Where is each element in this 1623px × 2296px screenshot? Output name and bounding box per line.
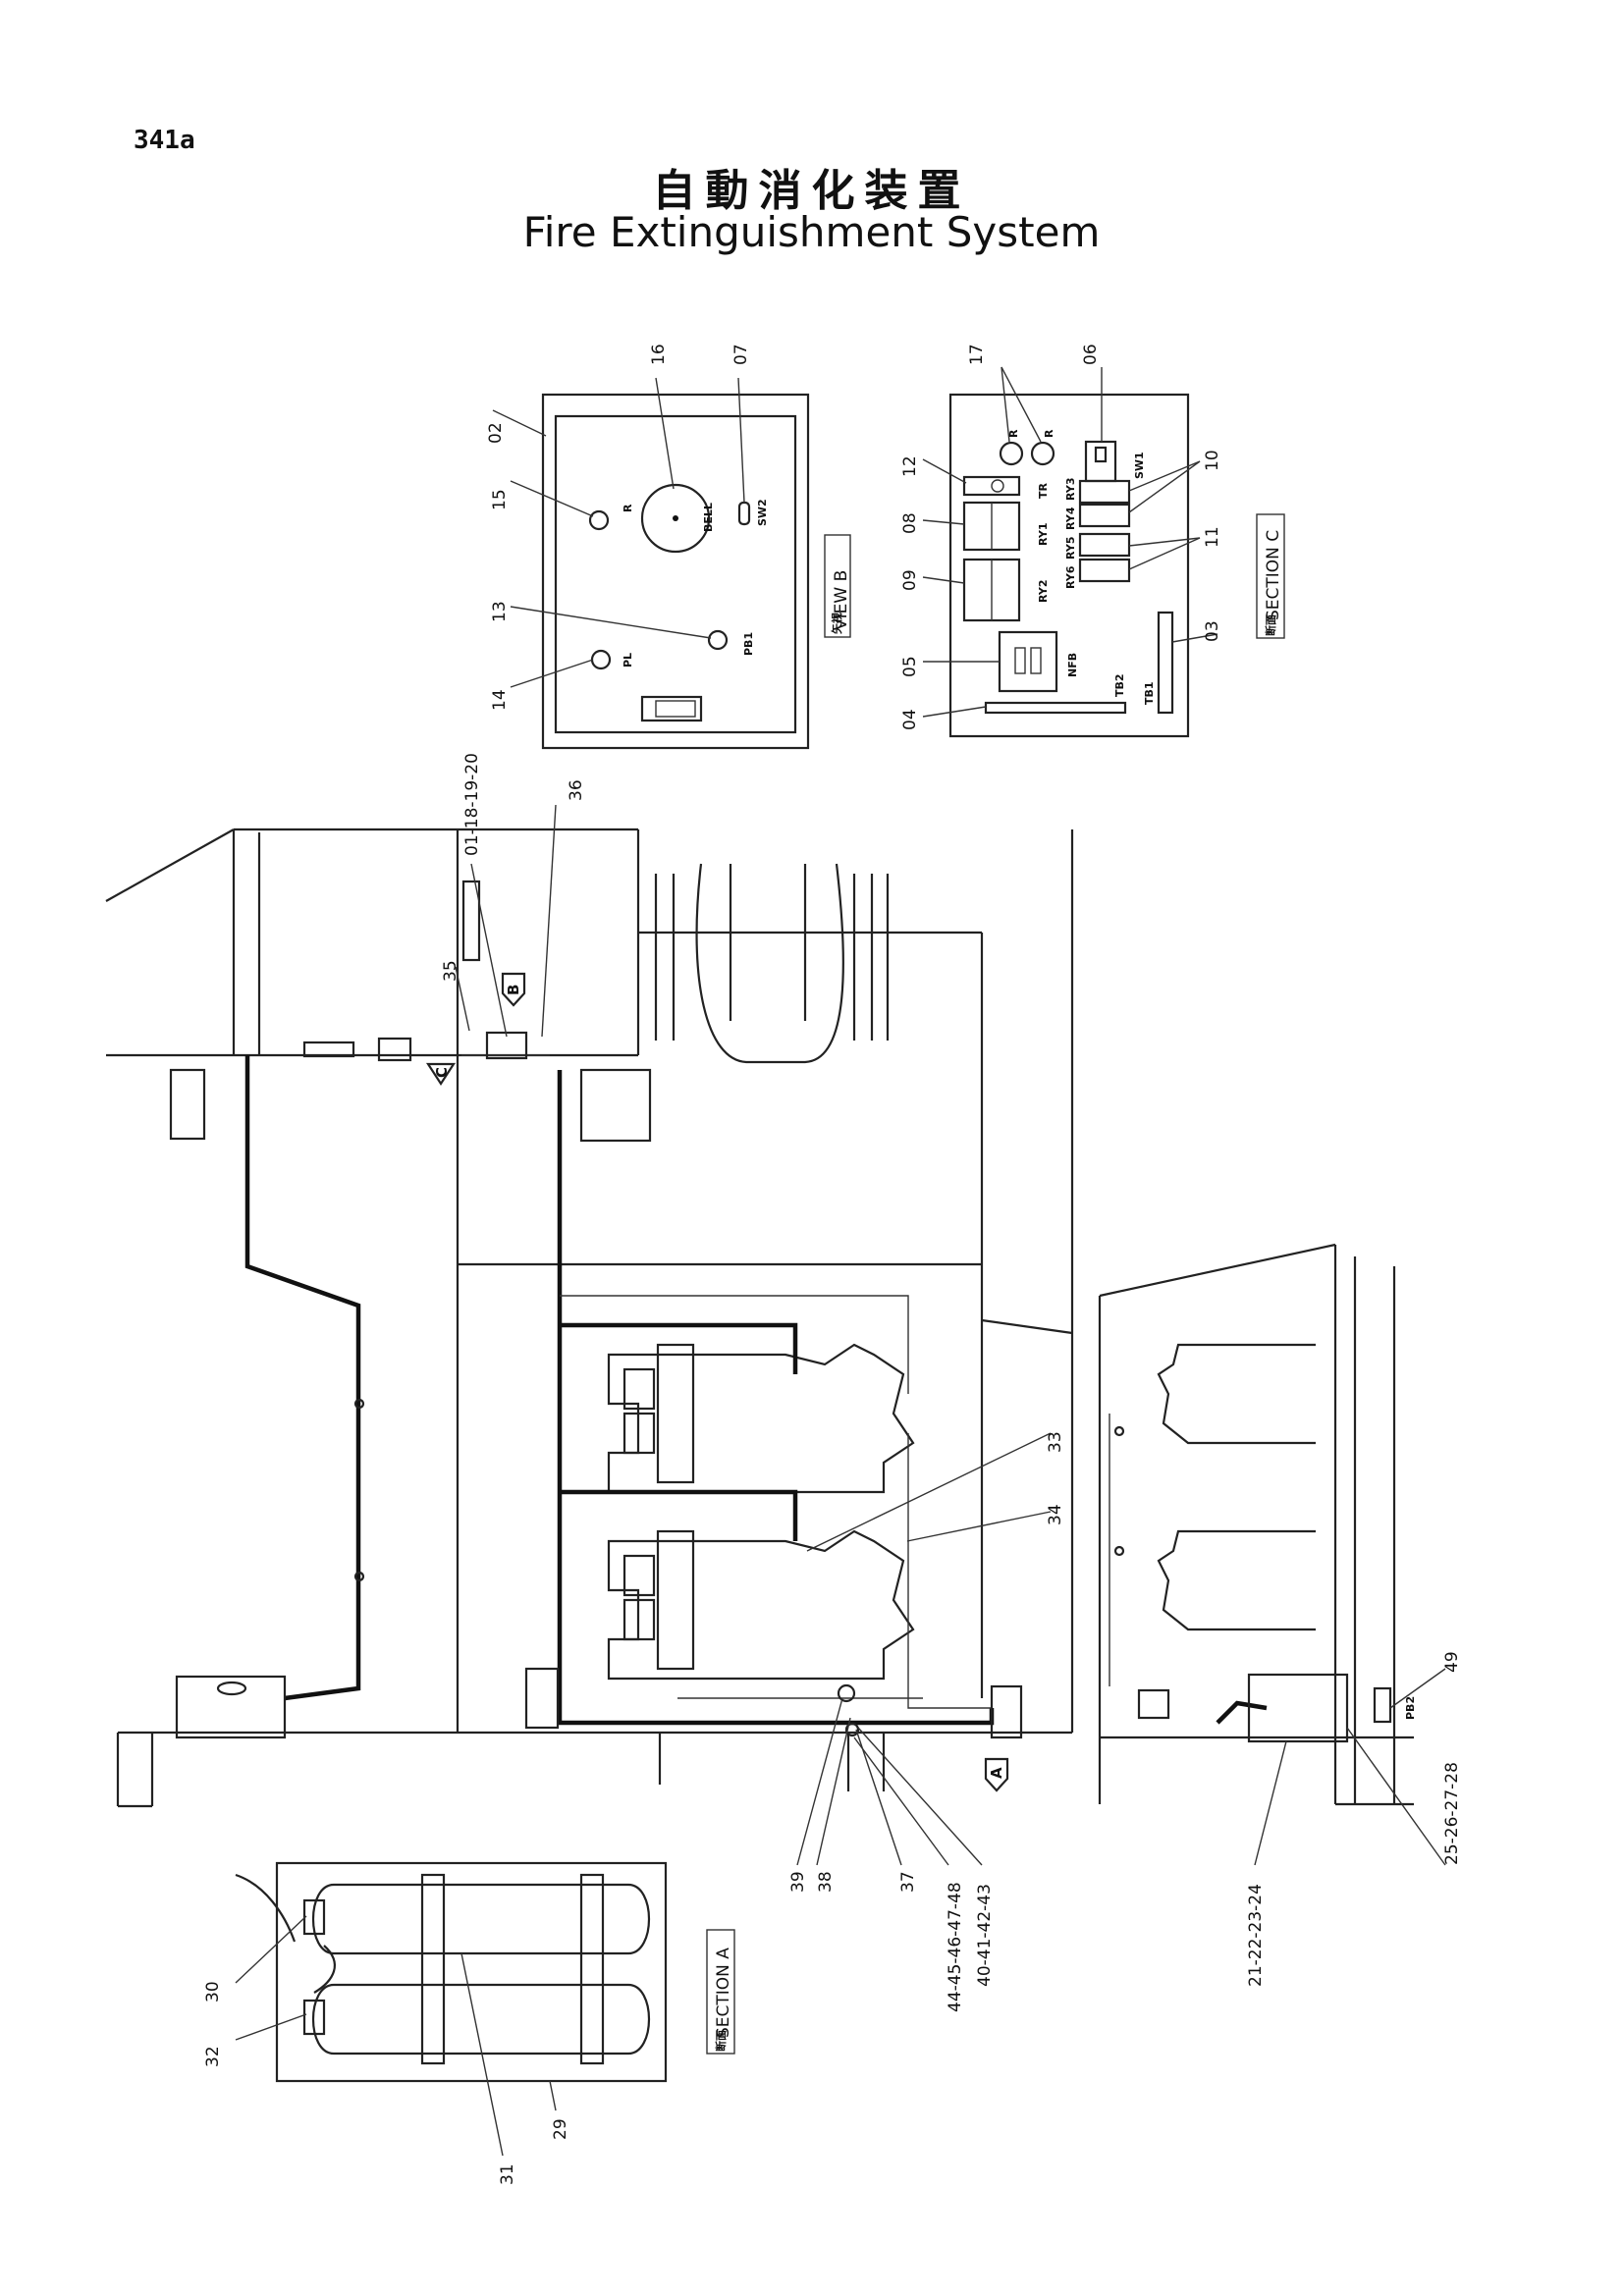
track-rollers xyxy=(654,863,890,1064)
label-pb1: PB1 xyxy=(742,632,755,656)
label-r-2: R xyxy=(1043,429,1055,438)
section-c-caption: SECTION C 断面 xyxy=(1256,513,1285,639)
callout-07: 07 xyxy=(731,344,751,365)
engine-block-lower xyxy=(607,1529,915,1681)
callout-04: 04 xyxy=(900,709,920,730)
view-b-panel xyxy=(492,377,810,750)
label-tb1: TB1 xyxy=(1143,681,1156,705)
view-b-caption-jp: 矢視 xyxy=(830,613,843,634)
engine-block-upper xyxy=(607,1343,915,1494)
callout-11: 11 xyxy=(1203,526,1222,548)
label-pb2: PB2 xyxy=(1404,1696,1417,1720)
view-b-callouts: 02 16 07 15 13 14 01-18-19-20 36 xyxy=(462,344,751,856)
label-tb2: TB2 xyxy=(1113,673,1126,697)
callout-39: 39 xyxy=(788,1871,808,1893)
label-sw2: SW2 xyxy=(756,499,769,526)
label-ry5: RY5 xyxy=(1064,537,1077,561)
label-r: R xyxy=(622,504,634,512)
callout-40-41-42-43: 40-41-42-43 xyxy=(975,1884,995,1987)
marker-a-text: A xyxy=(988,1767,1005,1779)
callout-05: 05 xyxy=(900,656,920,677)
callout-25-26-27-28: 25-26-27-28 xyxy=(1442,1762,1462,1865)
section-c-caption-jp: 断面 xyxy=(1264,614,1277,636)
callout-16: 16 xyxy=(649,344,669,365)
label-tr: TR xyxy=(1037,482,1050,499)
callout-14: 14 xyxy=(490,689,510,711)
title-japanese: 自動消化装置 xyxy=(652,166,971,216)
callout-10: 10 xyxy=(1203,450,1222,471)
engine-block-right-1 xyxy=(1157,1343,1316,1445)
callout-35: 35 xyxy=(441,960,460,982)
callout-08: 08 xyxy=(900,512,920,534)
callout-17: 17 xyxy=(967,344,987,365)
callout-49: 49 xyxy=(1442,1651,1462,1673)
callout-31: 31 xyxy=(498,2163,517,2185)
callout-09: 09 xyxy=(900,569,920,591)
callout-02: 02 xyxy=(486,422,506,444)
section-c-caption-text: SECTION C xyxy=(1264,530,1283,620)
marker-a: A xyxy=(984,1757,1009,1792)
page-number: 341a xyxy=(134,126,195,155)
view-b-caption: VIEW B 矢視 xyxy=(824,534,851,638)
marker-c-text: C xyxy=(433,1067,451,1078)
marker-c: C xyxy=(425,1062,457,1087)
title-english: Fire Extinguishment System xyxy=(522,208,1101,256)
view-b-labels: R BELL SW2 PB1 PL xyxy=(622,499,769,667)
label-ry3: RY3 xyxy=(1064,478,1077,502)
main-leaders xyxy=(455,804,1446,1866)
view-b-caption-text: VIEW B xyxy=(832,570,851,630)
callout-21-22-23-24: 21-22-23-24 xyxy=(1246,1884,1266,1987)
callout-38: 38 xyxy=(816,1871,836,1893)
label-nfb: NFB xyxy=(1066,653,1079,677)
label-ry4: RY4 xyxy=(1064,507,1077,530)
section-a-caption: SECTION A 断面 xyxy=(706,1929,735,2055)
label-bell: BELL xyxy=(702,503,715,532)
callout-30: 30 xyxy=(203,1981,223,2002)
marker-b: B xyxy=(501,972,526,1007)
label-pl: PL xyxy=(622,653,634,667)
callout-15: 15 xyxy=(490,489,510,510)
marker-b-text: B xyxy=(505,985,522,995)
section-a-caption-jp: 断面 xyxy=(714,2030,728,2052)
section-c-labels: R R TR RY1 RY2 RY3 RY4 RY5 RY6 SW1 NFB T… xyxy=(1007,429,1156,705)
engine-block-right-2 xyxy=(1157,1529,1316,1631)
callout-12: 12 xyxy=(900,455,920,477)
callout-03: 03 xyxy=(1203,620,1222,642)
main-view-callouts: 35 33 34 39 38 37 44-45-46-47-48 40-41-4… xyxy=(441,960,1462,2012)
section-c-callouts: 17 06 12 08 09 05 04 10 11 03 xyxy=(900,344,1222,730)
section-a-cylinders xyxy=(235,1861,668,2157)
callout-33: 33 xyxy=(1046,1431,1065,1453)
extinguisher-piping xyxy=(244,1054,1268,1726)
callout-01-18-19-20: 01-18-19-20 xyxy=(462,753,482,856)
label-ry6: RY6 xyxy=(1064,565,1077,589)
callout-13: 13 xyxy=(490,601,510,622)
section-c-box xyxy=(922,366,1218,738)
callout-37: 37 xyxy=(898,1871,918,1893)
callout-44-45-46-47-48: 44-45-46-47-48 xyxy=(946,1882,965,2012)
machine-outline xyxy=(105,828,1414,1808)
label-sw1: SW1 xyxy=(1133,452,1146,479)
label-ry1: RY1 xyxy=(1037,523,1050,547)
section-a-callouts: 30 32 31 29 xyxy=(203,1981,570,2185)
callout-29: 29 xyxy=(551,2118,570,2140)
callout-36: 36 xyxy=(567,779,586,801)
callout-32: 32 xyxy=(203,2046,223,2067)
callout-34: 34 xyxy=(1046,1504,1065,1525)
callout-06: 06 xyxy=(1081,344,1101,365)
label-r-1: R xyxy=(1007,429,1020,438)
components-main xyxy=(169,880,1392,1743)
section-a-caption-text: SECTION A xyxy=(714,1948,733,2038)
label-ry2: RY2 xyxy=(1037,580,1050,604)
